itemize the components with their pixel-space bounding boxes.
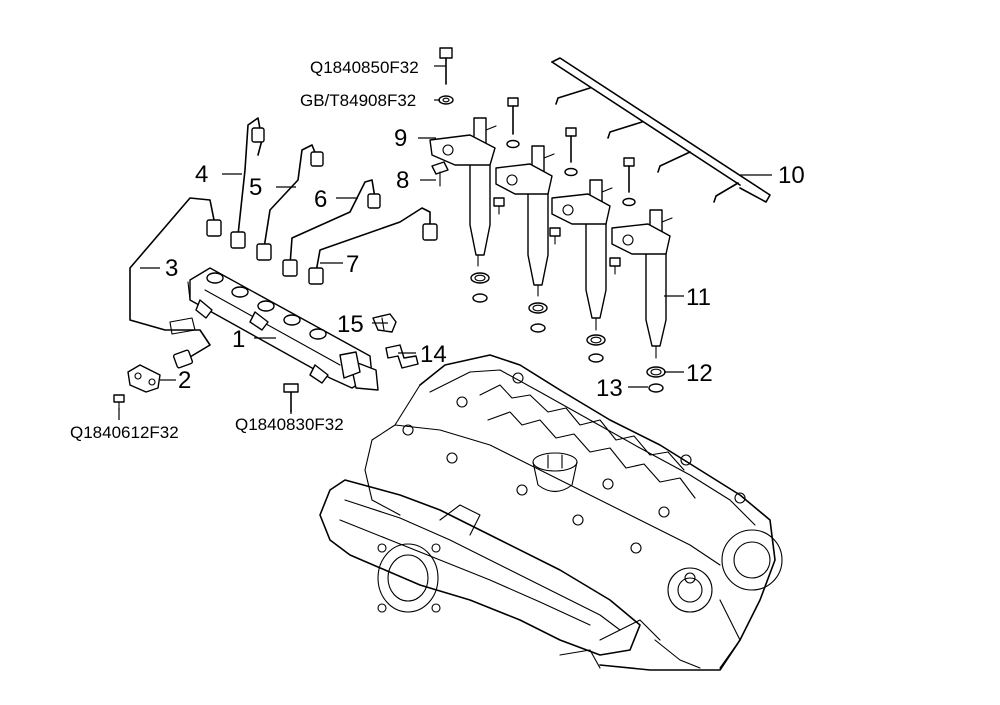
callout-15: 15 bbox=[337, 311, 364, 338]
callout-9: 9 bbox=[394, 125, 407, 152]
hold-down-clamp-9 bbox=[429, 134, 496, 166]
top-washer bbox=[438, 95, 454, 105]
callout-7: 7 bbox=[346, 251, 359, 278]
rail-bolt bbox=[283, 383, 299, 413]
injectors bbox=[429, 97, 673, 393]
part-code-labels: Q1840850F32 GB/T84908F32 Q1840612F32 Q18… bbox=[70, 58, 419, 442]
leader-lines bbox=[118, 65, 772, 420]
fuel-rail bbox=[187, 267, 379, 391]
callout-8: 8 bbox=[396, 167, 409, 194]
injector-1 bbox=[469, 117, 497, 267]
code-washer-top: GB/T84908F32 bbox=[300, 91, 416, 110]
callout-4: 4 bbox=[195, 161, 208, 188]
callout-14: 14 bbox=[420, 341, 447, 368]
code-bolt-top: Q1840850F32 bbox=[310, 58, 419, 77]
callout-12: 12 bbox=[686, 360, 713, 387]
callout-1: 1 bbox=[232, 326, 245, 353]
callout-10: 10 bbox=[778, 162, 805, 189]
callout-5: 5 bbox=[249, 174, 262, 201]
return-line bbox=[551, 57, 771, 203]
code-bolt-rail: Q1840830F32 bbox=[235, 415, 344, 434]
injector-2 bbox=[527, 145, 555, 297]
callout-labels: 1 2 3 4 5 6 7 8 9 10 11 12 13 14 15 bbox=[165, 125, 805, 402]
bracket-14 bbox=[385, 344, 419, 369]
bolt-small bbox=[113, 394, 125, 411]
top-bolt bbox=[439, 47, 453, 85]
cylinder-head-assembly bbox=[319, 354, 783, 671]
code-bolt-small: Q1840612F32 bbox=[70, 423, 179, 442]
callout-2: 2 bbox=[178, 367, 191, 394]
high-pressure-pipes bbox=[129, 117, 438, 369]
callout-11: 11 bbox=[686, 284, 711, 311]
callout-6: 6 bbox=[314, 186, 327, 213]
callout-13: 13 bbox=[596, 375, 623, 402]
callout-3: 3 bbox=[165, 255, 178, 282]
pipe-clamp bbox=[127, 364, 161, 393]
nut-8 bbox=[431, 161, 449, 175]
